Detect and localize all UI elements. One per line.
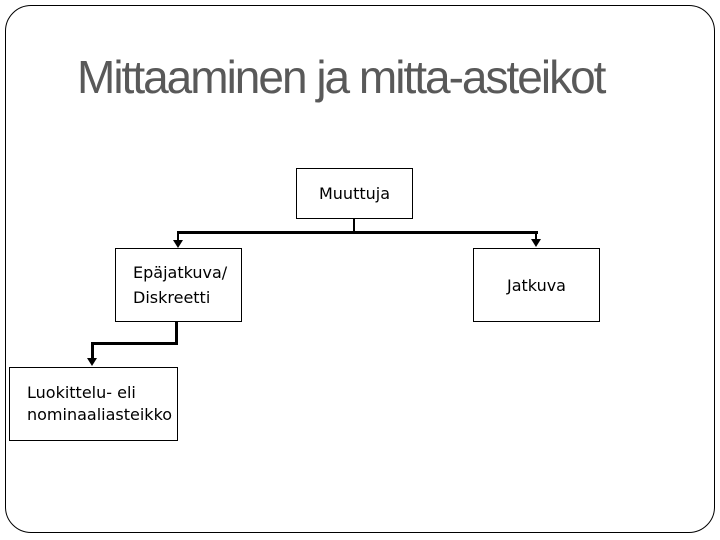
node-epajatkuva-diskreetti-label: Epäjatkuva/ Diskreetti: [133, 263, 228, 307]
edge-epajatkuva-stem: [175, 322, 178, 344]
node-jatkuva: Jatkuva: [473, 248, 600, 322]
node-luokittelu-nominaaliasteikko-label: Luokittelu- eli nominaaliasteikko: [27, 383, 173, 424]
arrowhead-down-icon: [87, 358, 97, 366]
node-muuttuja-label: Muuttuja: [318, 184, 391, 203]
node-jatkuva-label: Jatkuva: [507, 275, 566, 295]
edge-muuttuja-crossbar: [177, 231, 538, 234]
arrowhead-down-icon: [531, 239, 541, 247]
edge-epajatkuva-crossbar: [91, 342, 178, 345]
slide-title: Mittaaminen ja mitta-asteikot: [77, 51, 606, 103]
node-luokittelu-nominaaliasteikko: Luokittelu- eli nominaaliasteikko: [9, 367, 178, 441]
edge-to-epajatkuva-stub: [177, 233, 179, 241]
edge-muuttuja-stem: [353, 219, 355, 233]
edge-to-luokittelu-stub: [91, 344, 94, 359]
node-muuttuja: Muuttuja: [296, 168, 413, 219]
edge-to-jatkuva-stub: [535, 233, 537, 240]
arrowhead-down-icon: [173, 240, 183, 248]
node-epajatkuva-diskreetti: Epäjatkuva/ Diskreetti: [115, 248, 242, 322]
